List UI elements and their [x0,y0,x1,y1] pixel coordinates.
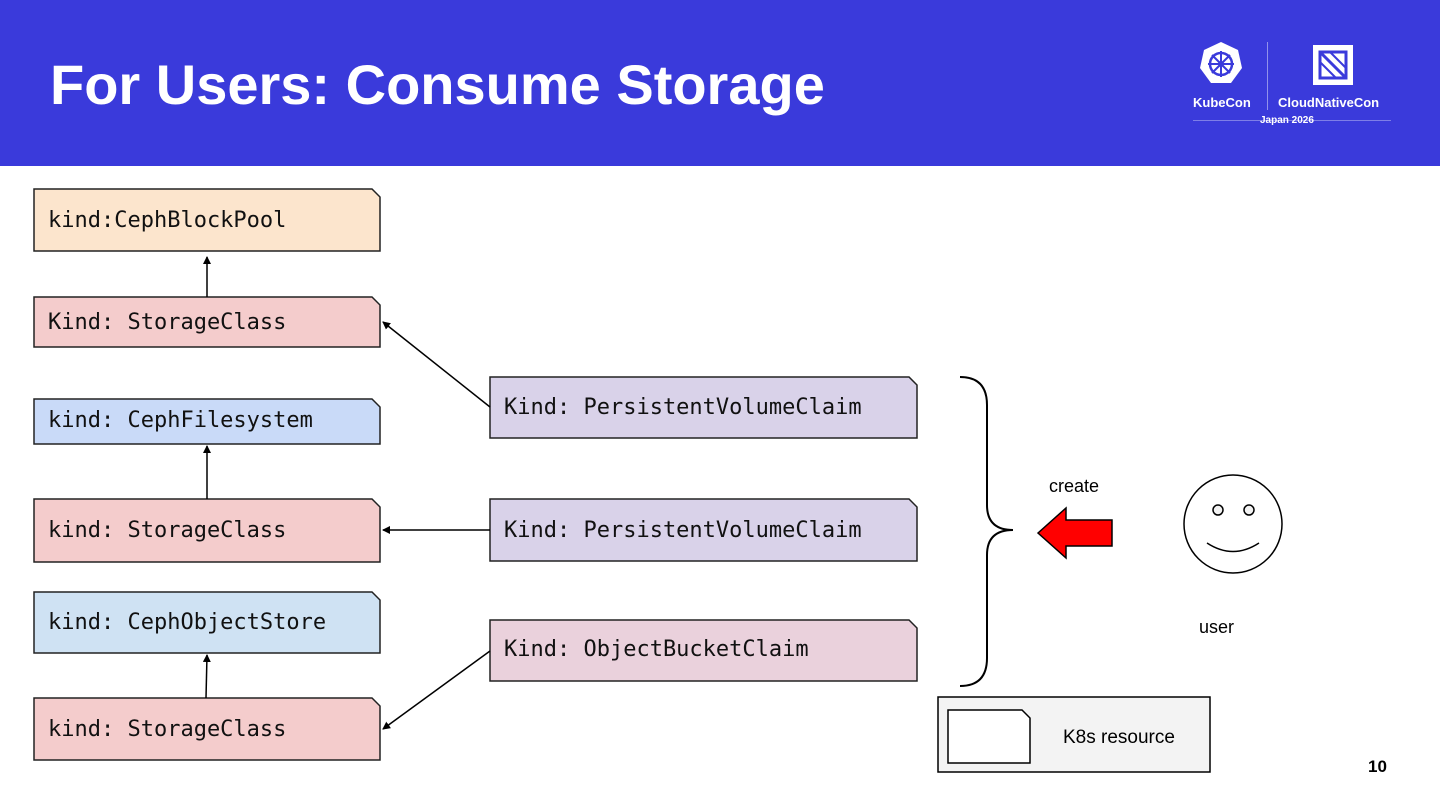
node-pvc-fs-label: Kind: PersistentVolumeClaim [504,518,862,543]
logo-rule [1193,120,1391,121]
node-obc-label: Kind: ObjectBucketClaim [504,637,809,662]
create-label: create [1049,476,1100,496]
logo-event-text: Japan 2026 [1260,115,1314,126]
curly-brace [959,376,1014,687]
slide-header: For Users: Consume Storage KubeCon Cloud… [0,0,1440,166]
node-storageclass-fs-label: kind: StorageClass [48,518,287,543]
node-cephfilesystem-label: kind: CephFilesystem [48,408,313,433]
logo-kubecon-text: KubeCon [1193,95,1251,110]
node-storageclass-block-label: Kind: StorageClass [48,310,287,335]
node-cephblockpool-label: kind:CephBlockPool [48,208,287,233]
node-pvc-block-box [489,376,918,439]
node-pvc-fs-box [489,498,918,562]
node-storageclass-block-box [33,296,381,348]
node-cephobjectstore-label: kind: CephObjectStore [48,610,327,635]
node-cephblockpool-box [33,188,381,252]
legend-sample-box [947,709,1031,764]
slide-title: For Users: Consume Storage [50,53,825,116]
kubecon-logo: KubeCon CloudNativeCon Japan 2026 [1185,38,1400,133]
node-obc-box [489,619,918,682]
edge-obc-to-storageclass-obj [382,650,491,730]
red-arrow-icon [1036,506,1113,560]
user-label: user [1199,617,1235,637]
node-cephfilesystem-box [33,398,381,445]
smiley-user-icon [1183,474,1283,574]
page-number: 10 [1368,757,1387,776]
kubernetes-wheel-icon [1200,42,1242,83]
node-storageclass-fs-box [33,498,381,563]
node-cephobjectstore-box [33,591,381,654]
legend-label: K8s resource [1063,727,1175,748]
edge-storageclass-to-cephobjectstore [202,654,211,699]
logo-divider [1267,42,1268,110]
edge-pvc-to-storageclass-block [382,321,491,408]
cncf-icon [1313,45,1353,85]
node-pvc-block-label: Kind: PersistentVolumeClaim [504,395,862,420]
logo-cloudnativecon-text: CloudNativeCon [1278,95,1380,110]
node-storageclass-obj-label: kind: StorageClass [48,717,287,742]
node-storageclass-obj-box [33,697,381,761]
